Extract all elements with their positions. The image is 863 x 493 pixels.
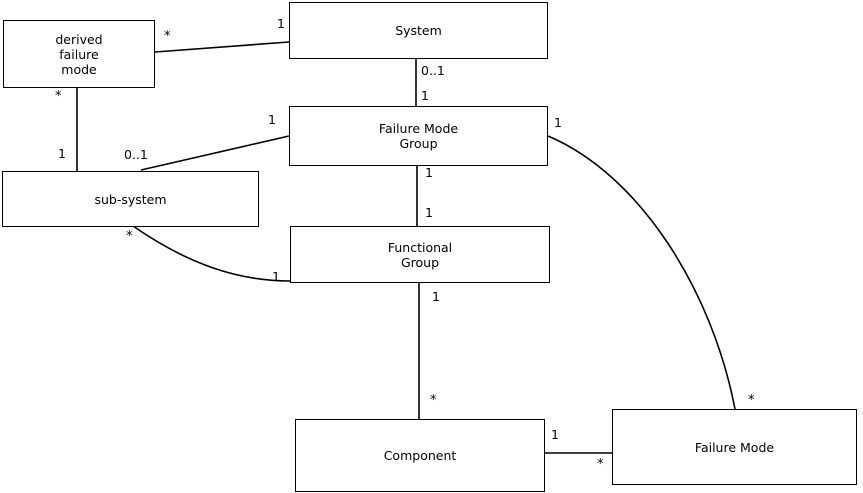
multiplicity-failure-mode-group-down-one: 1 [425, 165, 433, 180]
node-functional-group[interactable]: Functional Group [290, 226, 550, 283]
multiplicity-sub-system-up-one: 1 [58, 146, 66, 161]
node-label-sub-system: sub-system [94, 191, 167, 207]
node-label-derived-failure-mode: derived failure mode [55, 31, 103, 77]
node-label-functional-group: Functional Group [387, 239, 453, 270]
multiplicity-failure-mode-group-right-one: 1 [554, 115, 562, 130]
multiplicity-system-from-derived-one: 1 [277, 16, 285, 31]
node-sub-system[interactable]: sub-system [2, 171, 259, 227]
multiplicity-failure-mode-group-up-one: 1 [421, 88, 429, 103]
edge-sub-system-to-functional-group [132, 225, 291, 282]
multiplicity-component-up-star: * [430, 393, 437, 408]
multiplicity-sub-system-top-zero-one: 0..1 [124, 147, 148, 162]
node-system[interactable]: System [289, 2, 548, 59]
node-failure-mode[interactable]: Failure Mode [612, 409, 857, 485]
edge-derived-failure-mode-to-system [154, 41, 290, 53]
multiplicity-failure-mode-top-star: * [748, 393, 755, 408]
node-failure-mode-group[interactable]: Failure Mode Group [289, 106, 548, 166]
multiplicity-derived-down-star: * [55, 89, 62, 104]
node-label-system: System [395, 23, 442, 38]
multiplicity-functional-group-down-one: 1 [432, 289, 440, 304]
multiplicity-failure-mode-group-left-one: 1 [268, 112, 276, 127]
edge-failure-mode-group-to-failure-mode [547, 135, 736, 410]
node-label-failure-mode: Failure Mode [694, 439, 775, 455]
multiplicity-component-right-one: 1 [551, 427, 559, 442]
edge-sub-system-to-failure-mode-group [140, 135, 290, 171]
node-component[interactable]: Component [295, 419, 545, 492]
node-derived-failure-mode[interactable]: derived failure mode [3, 20, 155, 88]
multiplicity-functional-group-left-one: 1 [272, 269, 280, 284]
multiplicity-sub-system-bottom-star: * [126, 229, 133, 244]
multiplicity-system-down-zero-one: 0..1 [421, 63, 445, 78]
multiplicity-derived-to-system-star: * [164, 29, 171, 44]
multiplicity-functional-group-up-one: 1 [425, 205, 433, 220]
multiplicity-failure-mode-left-star: * [597, 457, 604, 472]
node-label-failure-mode-group: Failure Mode Group [378, 121, 459, 151]
node-label-component: Component [383, 448, 457, 463]
